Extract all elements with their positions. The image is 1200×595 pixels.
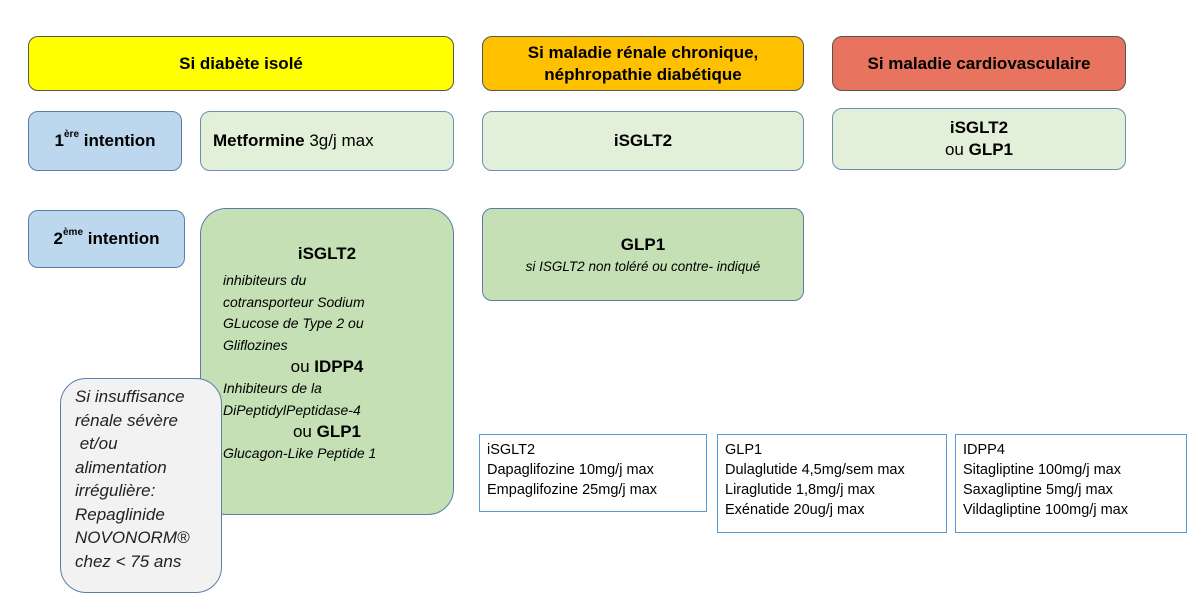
dose-line: Vildagliptine 100mg/j max — [963, 502, 1128, 518]
isglt2-doses-box: iSGLT2 Dapaglifozine 10mg/j max Empaglif… — [479, 434, 707, 512]
glp1-title: ou GLP1 — [292, 422, 362, 441]
first-intention-label: 1ère intention — [28, 111, 182, 171]
renal-first-line-box: iSGLT2 — [482, 111, 804, 171]
isglt2-title: iSGLT2 — [297, 244, 357, 263]
glp1-doses-title: GLP1 — [725, 442, 763, 458]
renal-first-line-text: iSGLT2 — [613, 131, 673, 150]
cardio-first-line-box: iSGLT2 ou GLP1 — [832, 108, 1126, 170]
glp1-doses-box: GLP1 Dulaglutide 4,5mg/sem max Liragluti… — [717, 434, 947, 533]
dose-line: Dulaglutide 4,5mg/sem max — [725, 462, 905, 478]
header-renal-line1: Si maladie rénale chronique, — [527, 42, 759, 62]
header-diabete-label: Si diabète isolé — [179, 53, 303, 73]
cardio-first-line-isglt2: iSGLT2 — [949, 118, 1009, 137]
second-intention-label: 2ème intention — [28, 210, 185, 268]
dose-line: Liraglutide 1,8mg/j max — [725, 482, 875, 498]
dose-line: Dapaglifozine 10mg/j max — [487, 462, 654, 478]
idpp4-doses-title: IDPP4 — [963, 442, 1005, 458]
renal-second-line-desc: si ISGLT2 non toléré ou contre- indiqué — [525, 258, 761, 274]
renal-second-line-title: GLP1 — [620, 234, 666, 254]
second-intention-text: 2ème intention — [53, 227, 160, 248]
metformine-text: Metformine 3g/j max — [213, 131, 374, 150]
dose-line: Empaglifozine 25mg/j max — [487, 482, 658, 498]
header-cardio-label: Si maladie cardiovasculaire — [867, 53, 1091, 73]
header-renal-line2: néphropathie diabétique — [544, 64, 742, 84]
header-diabete-isole: Si diabète isolé — [28, 36, 454, 91]
dose-line: Saxagliptine 5mg/j max — [963, 482, 1113, 498]
header-maladie-renale: Si maladie rénale chronique, néphropathi… — [482, 36, 804, 91]
renal-second-line-box: GLP1 si ISGLT2 non toléré ou contre- ind… — [482, 208, 804, 301]
glp1-description: Glucagon-Like Peptide 1 — [223, 445, 377, 461]
idpp4-description: Inhibiteurs de la DiPeptidylPeptidase-4 — [223, 380, 361, 418]
isglt2-doses-title: iSGLT2 — [487, 442, 536, 458]
header-maladie-cardiovasculaire: Si maladie cardiovasculaire — [832, 36, 1126, 91]
idpp4-title: ou IDPP4 — [290, 357, 364, 376]
cardio-first-line-or: ou GLP1 — [944, 140, 1014, 159]
first-intention-text: 1ère intention — [54, 129, 156, 150]
isglt2-description: inhibiteurs du cotransporteur Sodium GLu… — [223, 272, 365, 353]
dose-line: Sitagliptine 100mg/j max — [963, 462, 1121, 478]
dose-line: Exénatide 20ug/j max — [725, 502, 865, 518]
metformine-box: Metformine 3g/j max — [200, 111, 454, 171]
idpp4-doses-box: IDPP4 Sitagliptine 100mg/j max Saxaglipt… — [955, 434, 1187, 533]
second-line-options-box: iSGLT2 inhibiteurs du cotransporteur Sod… — [200, 208, 454, 515]
insuffisance-renale-box: Si insuffisance rénale sévère et/ou alim… — [60, 378, 222, 593]
